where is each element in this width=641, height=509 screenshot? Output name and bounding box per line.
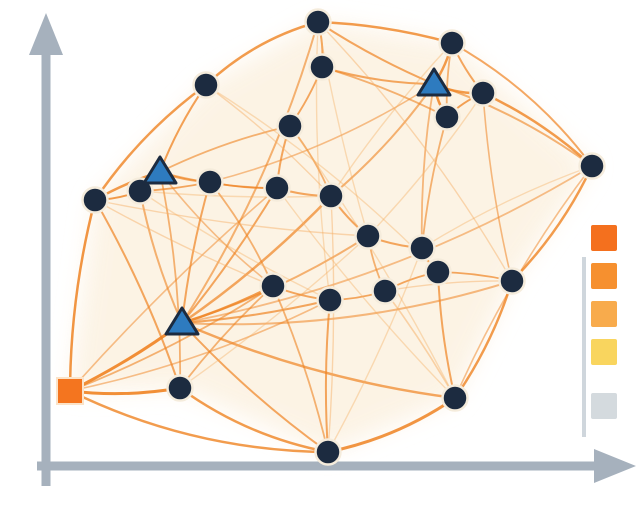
- graph-node-n8: [578, 152, 606, 180]
- graph-edge: [437, 271, 456, 399]
- network-haze: [70, 22, 592, 452]
- legend-swatch-1: [591, 225, 617, 251]
- graph-edge: [181, 322, 329, 453]
- graph-node-n6: [276, 112, 304, 140]
- graph-node-n9: [81, 186, 109, 214]
- graph-node-n11: [196, 168, 224, 196]
- graph-edge: [384, 280, 513, 292]
- graph-edge: [482, 92, 513, 282]
- graph-edge: [94, 199, 181, 389]
- graph-edge: [330, 83, 435, 197]
- graph-edge: [69, 299, 331, 392]
- graph-edge: [181, 187, 278, 324]
- haze-layer: [70, 22, 592, 452]
- graph-edge: [317, 21, 369, 237]
- graph-edge: [181, 299, 331, 324]
- graph-edge: [327, 247, 423, 453]
- graph-node-n20: [371, 277, 399, 305]
- graph-edge: [327, 195, 335, 453]
- graph-edge: [181, 165, 593, 324]
- legend-swatch-4: [591, 339, 617, 365]
- graph-node-n16: [424, 258, 452, 286]
- graph-edge: [159, 125, 291, 173]
- graph-edge: [69, 187, 278, 392]
- graph-edge: [276, 187, 456, 399]
- graph-node-n5: [469, 79, 497, 107]
- graph-edge: [209, 83, 435, 183]
- graph-edge: [420, 83, 435, 249]
- graph-edge: [94, 199, 369, 237]
- graph-edge: [481, 91, 594, 168]
- legend-swatch-2: [591, 263, 617, 289]
- graph-edge: [321, 66, 448, 118]
- graph-edge: [139, 190, 183, 324]
- graph-edge: [421, 116, 448, 249]
- graph-edge: [324, 299, 331, 453]
- graph-node-n14: [354, 222, 382, 250]
- graph-edge: [510, 164, 594, 283]
- graph-node-n22: [441, 384, 469, 412]
- graph-edge: [204, 20, 320, 87]
- graph-node-n1: [304, 8, 332, 36]
- graph-edge: [433, 83, 593, 167]
- graph-node-n18: [259, 272, 287, 300]
- graph-node-n15: [408, 234, 436, 262]
- graph-node-sq: [56, 377, 84, 405]
- graph-node-n13: [317, 182, 345, 210]
- axes-layer: [29, 13, 636, 486]
- graph-edge: [451, 42, 593, 167]
- graph-edge: [181, 280, 513, 326]
- graph-edge: [367, 92, 484, 237]
- graph-edge: [330, 42, 453, 197]
- graph-edge: [384, 290, 456, 399]
- graph-edge: [180, 321, 457, 400]
- graph-node-n21: [166, 374, 194, 402]
- graph-edge: [180, 194, 333, 325]
- graph-edge: [68, 389, 330, 454]
- graph-edge: [93, 83, 208, 202]
- graph-node-n3: [192, 71, 220, 99]
- graph-edge: [68, 198, 97, 393]
- graph-edge: [159, 171, 274, 287]
- legend-swatch-3: [591, 301, 617, 327]
- graph-edge: [181, 181, 211, 324]
- graph-node-n19: [316, 286, 344, 314]
- graph-edge: [179, 285, 274, 389]
- graph-edge: [178, 386, 330, 454]
- graph-edge: [205, 84, 332, 197]
- graph-edge: [289, 125, 456, 399]
- graph-edge: [272, 285, 329, 453]
- edges-layer: [68, 20, 594, 454]
- graph-edge: [94, 199, 274, 287]
- graph-node-t3: [164, 306, 200, 336]
- graph-node-n10: [126, 177, 154, 205]
- graph-edge: [317, 21, 513, 282]
- graph-edge: [179, 235, 369, 389]
- x-axis-arrowhead: [594, 449, 636, 483]
- graph-node-n2: [438, 29, 466, 57]
- nodes-layer: [56, 8, 606, 466]
- graph-node-t2: [142, 155, 178, 185]
- graph-edge: [326, 396, 457, 454]
- y-axis-arrowhead: [29, 13, 63, 55]
- graph-edge: [317, 21, 435, 85]
- graph-edge: [139, 190, 332, 198]
- graph-edge: [181, 21, 319, 324]
- graph-node-t1: [416, 67, 452, 97]
- graph-edge: [159, 171, 182, 389]
- graph-node-n7: [433, 103, 461, 131]
- legend-swatch-5: [591, 393, 617, 419]
- graph-node-n23: [314, 438, 342, 466]
- graph-node-n4: [308, 53, 336, 81]
- graph-edge: [69, 285, 274, 392]
- legend: [582, 225, 617, 437]
- graph-node-n12: [263, 174, 291, 202]
- graph-edge: [316, 20, 454, 45]
- graph-edge: [139, 190, 331, 301]
- graph-node-n17: [498, 267, 526, 295]
- graph-edge: [421, 165, 593, 249]
